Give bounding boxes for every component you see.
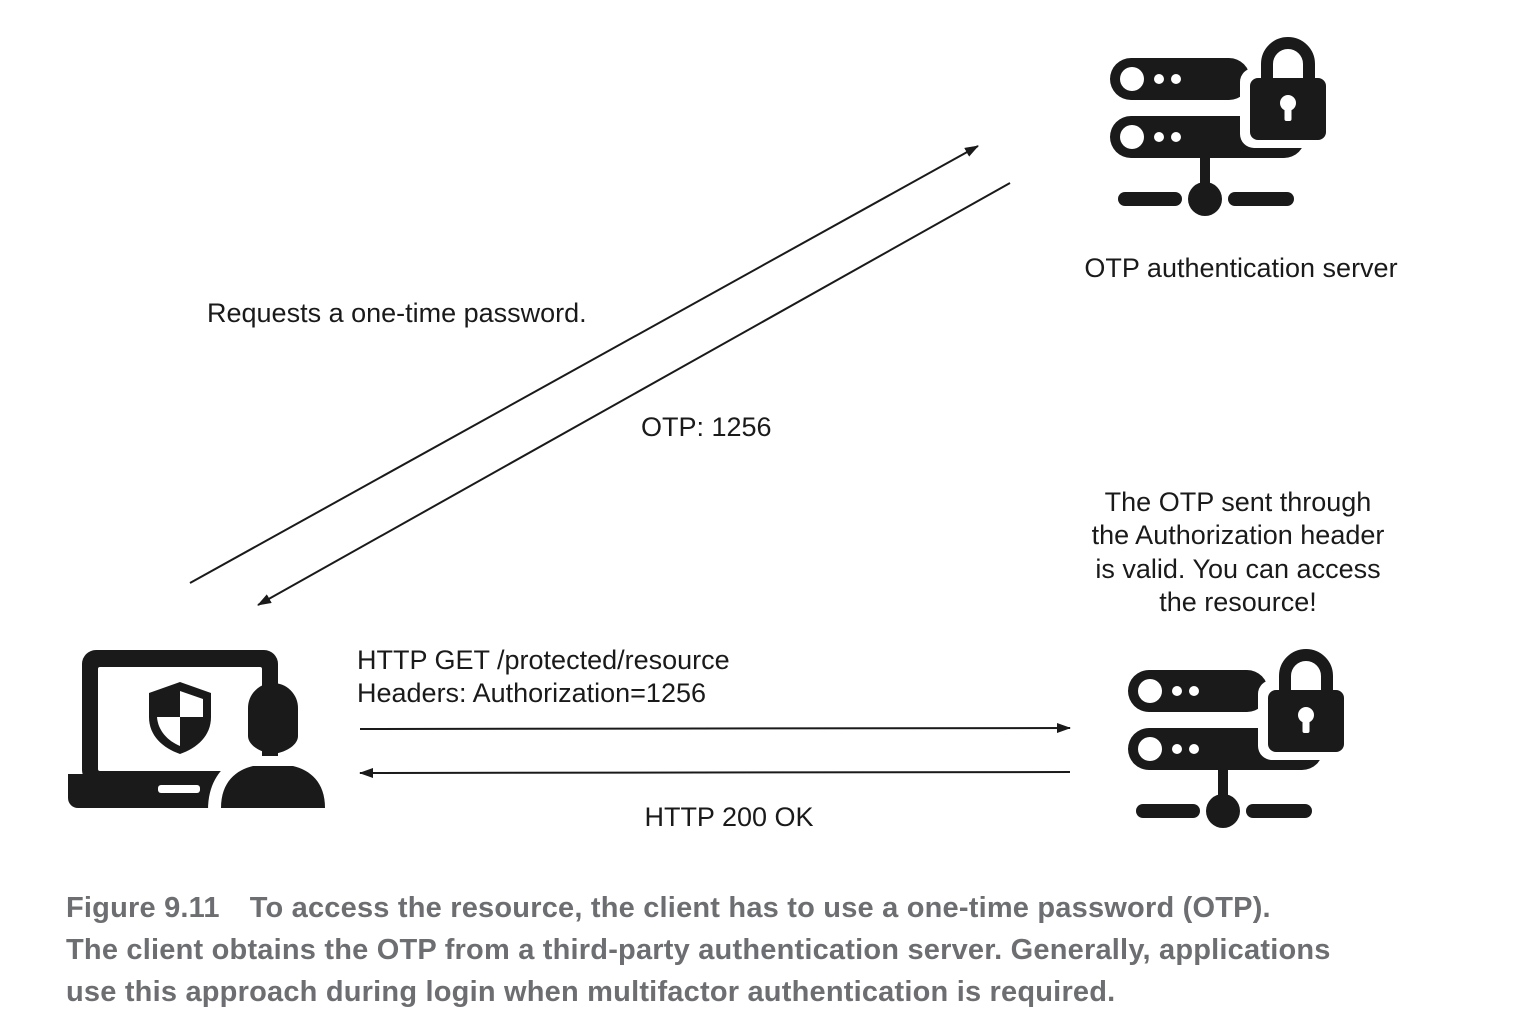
- request-otp-label: Requests a one-time password.: [207, 298, 587, 328]
- otp-response-arrow: [257, 182, 1011, 606]
- caption-line-2: The client obtains the OTP from a third-…: [66, 934, 1331, 966]
- http-response-label: HTTP 200 OK: [644, 802, 813, 832]
- http-request-arrow: [359, 723, 1071, 734]
- resource-server-icon: [1128, 648, 1354, 828]
- server-note: The OTP sent through the Authorization h…: [1092, 487, 1385, 617]
- caption-line-3: use this approach during login when mult…: [66, 976, 1116, 1008]
- server-note-line1: The OTP sent through: [1105, 487, 1372, 517]
- http-response-arrow: [359, 767, 1071, 778]
- server-note-line4: the resource!: [1159, 587, 1317, 617]
- server-note-line2: the Authorization header: [1092, 520, 1385, 550]
- client-laptop-icon: [68, 650, 328, 810]
- server-note-line3: is valid. You can access: [1095, 554, 1380, 584]
- otp-server-icon: [1110, 36, 1336, 216]
- otp-server-label: OTP authentication server: [1084, 253, 1397, 283]
- http-request-label-line1: HTTP GET /protected/resource: [357, 645, 730, 675]
- http-request-label-line2: Headers: Authorization=1256: [357, 678, 706, 708]
- caption-text-1: To access the resource, the client has t…: [249, 892, 1271, 924]
- otp-response-label: OTP: 1256: [641, 412, 772, 442]
- figure-number: Figure 9.11: [66, 892, 220, 924]
- figure-caption: Figure 9.11 To access the resource, the c…: [66, 887, 1486, 1013]
- request-otp-arrow: [189, 145, 979, 584]
- caption-line-1: Figure 9.11 To access the resource, the c…: [66, 887, 1486, 929]
